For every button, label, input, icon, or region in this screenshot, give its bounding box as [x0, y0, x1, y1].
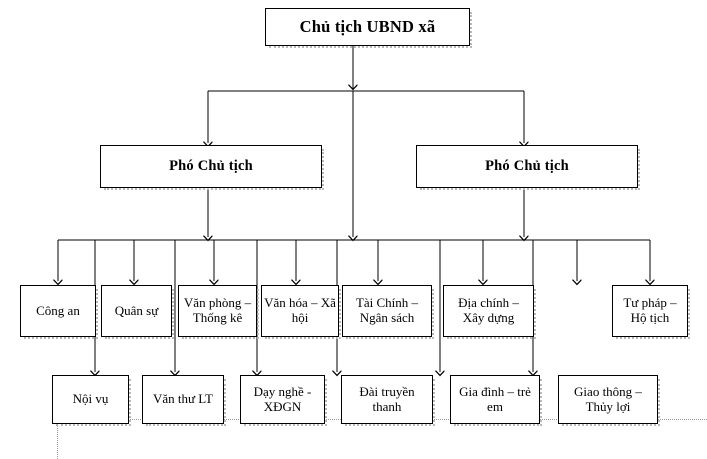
node-dai-truyen-thanh-label: Đài truyền thanh — [359, 383, 415, 414]
node-vice-chairman-1[interactable]: Phó Chủ tịch — [100, 145, 324, 190]
node-dia-chinh-xay-dung-label: Địa chính – Xây dựng — [458, 295, 519, 325]
node-cong-an[interactable]: Công an — [20, 285, 98, 339]
node-dai-truyen-thanh[interactable]: Đài truyền thanh — [341, 375, 435, 426]
node-noi-vu[interactable]: Nội vụ — [52, 375, 131, 426]
page-boundary-marker — [57, 419, 707, 459]
node-vice-chairman-2[interactable]: Phó Chủ tịch — [416, 145, 640, 190]
node-gia-dinh-tre-em[interactable]: Gia đình – trẻ em — [450, 375, 542, 426]
node-van-hoa-xa-hoi[interactable]: Văn hóa – Xã hội — [261, 285, 341, 339]
node-tai-chinh-ngan-sach-label: Tài Chính – Ngân sách — [355, 295, 419, 325]
node-van-thu-lt-label: Văn thư LT — [152, 391, 213, 407]
node-tu-phap-ho-tich[interactable]: Tư pháp – Hộ tịch — [612, 285, 690, 339]
connector-lines — [0, 46, 707, 436]
node-van-phong-thong-ke-label: Văn phòng – Thống kê — [183, 295, 252, 325]
node-chairman[interactable]: Chủ tịch UBND xã — [265, 8, 472, 48]
node-day-nghe-xdgn-label: Dạy nghề - XĐGN — [253, 383, 312, 414]
node-van-thu-lt[interactable]: Văn thư LT — [142, 375, 226, 426]
node-vice-chairman-1-label: Phó Chủ tịch — [169, 158, 253, 175]
node-van-hoa-xa-hoi-label: Văn hóa – Xã hội — [264, 295, 336, 325]
node-van-phong-thong-ke[interactable]: Văn phòng – Thống kê — [178, 285, 259, 339]
node-tai-chinh-ngan-sach[interactable]: Tài Chính – Ngân sách — [342, 285, 434, 339]
node-quan-su-label: Quân sự — [114, 302, 159, 318]
node-vice-chairman-2-label: Phó Chủ tịch — [485, 158, 569, 175]
node-dia-chinh-xay-dung[interactable]: Địa chính – Xây dựng — [443, 285, 536, 339]
node-gia-dinh-tre-em-label: Gia đình – trẻ em — [459, 383, 531, 414]
node-noi-vu-label: Nội vụ — [72, 391, 109, 407]
node-quan-su[interactable]: Quân sự — [101, 285, 174, 339]
org-chart-canvas: Chủ tịch UBND xã Phó Chủ tịch Phó Chủ tị… — [0, 8, 707, 459]
node-giao-thong-thuy-loi[interactable]: Giao thông – Thủy lợi — [558, 375, 660, 426]
node-cong-an-label: Công an — [36, 302, 80, 318]
node-day-nghe-xdgn[interactable]: Dạy nghề - XĐGN — [240, 375, 327, 426]
node-chairman-label: Chủ tịch UBND xã — [299, 16, 436, 36]
node-tu-phap-ho-tich-label: Tư pháp – Hộ tịch — [623, 295, 677, 325]
node-giao-thong-thuy-loi-label: Giao thông – Thủy lợi — [574, 383, 642, 414]
